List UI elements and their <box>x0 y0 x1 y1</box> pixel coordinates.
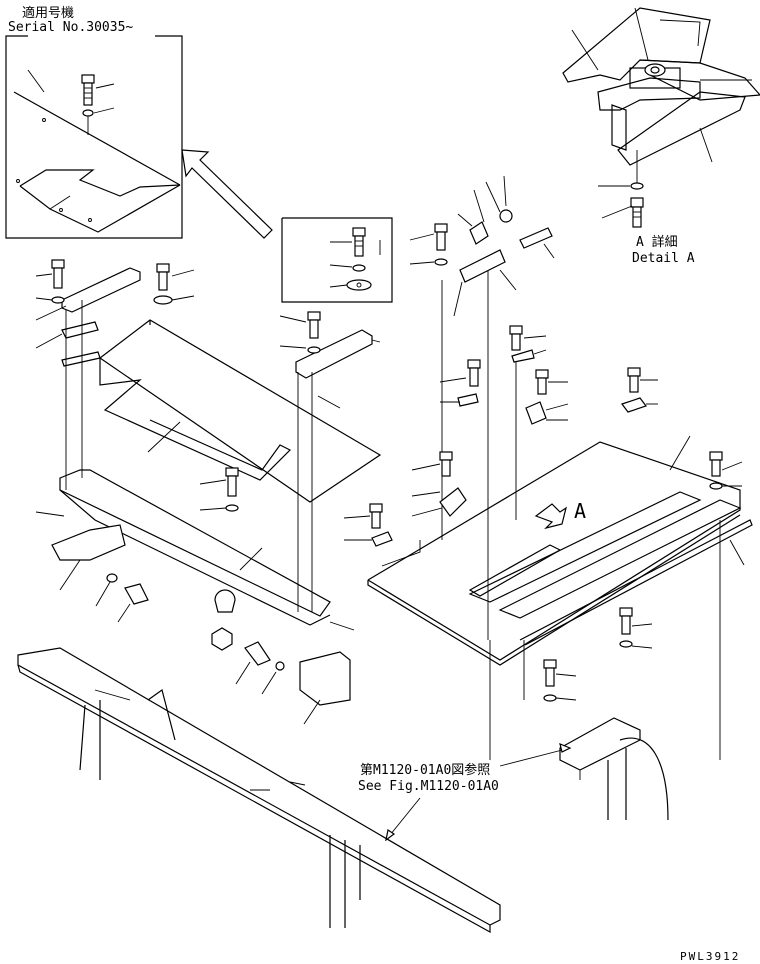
serial-inset: 適用号機 Serial No.30035~ <box>5 5 183 239</box>
left-bolt-4 <box>225 467 239 512</box>
right-bolt-2 <box>467 359 481 387</box>
left-bolt-1 <box>51 259 65 304</box>
detail-a: A 詳細 Detail A <box>562 7 760 266</box>
right-bolt-1 <box>434 223 448 266</box>
reference-label-jp: 第M1120-01A0図参照 <box>360 762 490 778</box>
drawing-code: PWL3912 <box>680 950 740 963</box>
view-a-letter: A <box>574 499 586 523</box>
right-bolt-10 <box>543 659 557 702</box>
right-bolt-8 <box>709 451 723 490</box>
right-bolt-7 <box>369 503 393 547</box>
inset-bolt <box>81 74 95 135</box>
view-a-arrow <box>534 503 567 530</box>
right-bolt-9 <box>619 607 633 648</box>
left-bolt-3 <box>307 311 321 354</box>
bottom-frame-beam <box>17 647 501 934</box>
reference-note: 第M1120-01A0図参照 See Fig.M1120-01A0 <box>358 743 572 842</box>
serial-label-jp: 適用号機 <box>22 5 74 21</box>
serial-label-en: Serial No.30035~ <box>8 20 133 35</box>
left-assembly <box>35 259 382 725</box>
right-bolt-5 <box>621 367 647 413</box>
right-bolt-6 <box>439 451 467 517</box>
reference-label-en: See Fig.M1120-01A0 <box>358 779 499 794</box>
right-assembly: A <box>343 175 753 760</box>
washer-set-box <box>281 217 393 303</box>
detail-label-jp: A 詳細 <box>636 234 678 250</box>
left-bolt-2 <box>153 263 173 305</box>
inset-arrow <box>181 149 273 239</box>
right-bolt-3 <box>509 325 523 351</box>
detail-label-en: Detail A <box>632 251 695 266</box>
bottom-right-frame <box>559 717 669 821</box>
right-bolt-4 <box>525 369 549 425</box>
